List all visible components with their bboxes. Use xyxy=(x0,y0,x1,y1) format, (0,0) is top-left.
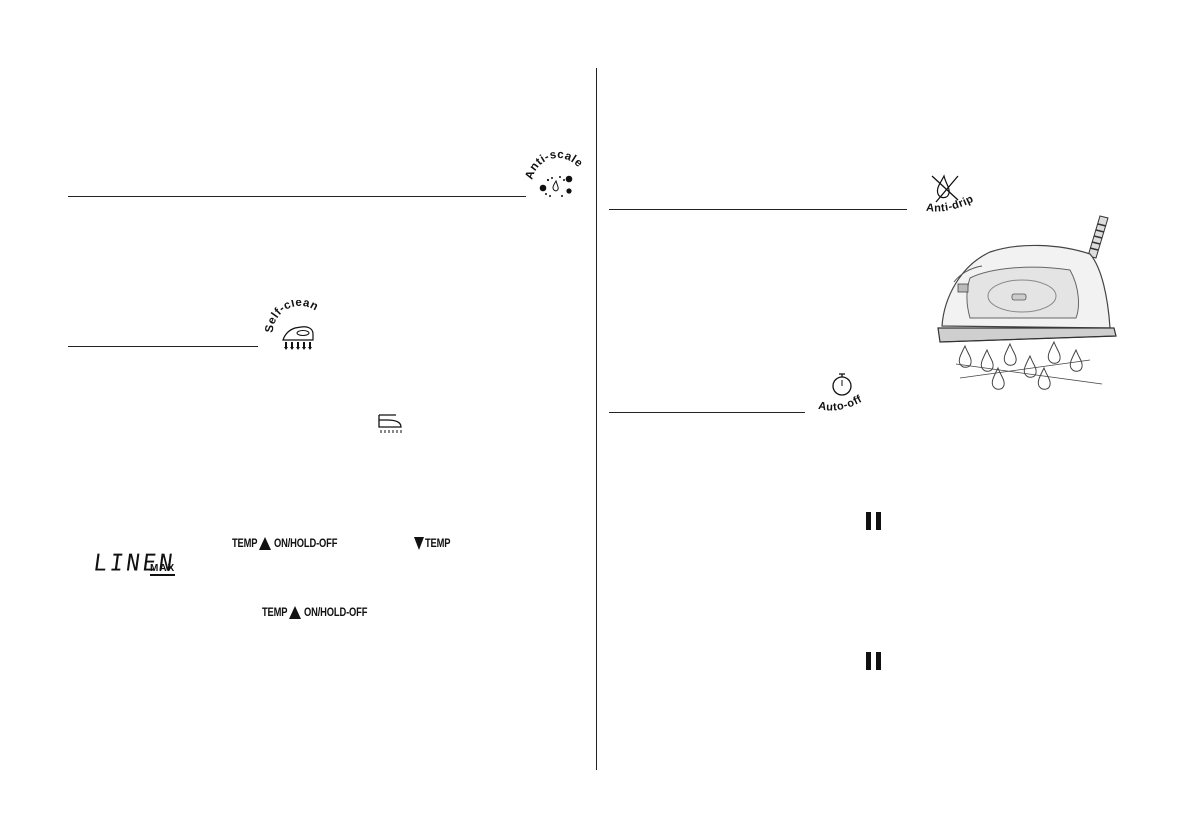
anti-drip-icon xyxy=(931,174,959,203)
anti-scale-heading-rule xyxy=(68,196,526,197)
self-clean-iron-icon xyxy=(282,326,314,350)
anti-scale-label: Anti-scale xyxy=(524,150,585,181)
display-controls-row-2: TEMP ON/HOLD-OFF xyxy=(262,605,402,621)
vertical-steam-icon xyxy=(378,414,402,433)
temp-down-arrow-icon xyxy=(414,537,424,550)
pause-icon xyxy=(866,652,882,670)
self-clean-heading-rule xyxy=(68,346,258,347)
steam-iron-with-drops-illustration xyxy=(937,215,1117,390)
anti-drip-badge: Anti-drip xyxy=(926,174,975,215)
pause-icon xyxy=(866,512,882,530)
temp-up-arrow-icon xyxy=(259,537,271,550)
temp-down-label: TEMP xyxy=(425,536,451,550)
lcd-max-label: MAX xyxy=(150,563,176,576)
on-hold-off-label: ON/HOLD-OFF xyxy=(274,536,338,550)
temp-up-label-2: TEMP xyxy=(262,605,288,619)
temp-up-arrow-icon-2 xyxy=(289,606,301,619)
auto-off-heading-rule xyxy=(609,412,805,413)
self-clean-badge: Self-clean xyxy=(265,300,320,350)
auto-off-label: Auto-off xyxy=(817,393,864,413)
timer-icon xyxy=(832,373,852,396)
column-divider xyxy=(596,68,597,770)
auto-off-badge: Auto-off xyxy=(817,373,864,414)
anti-scale-icon xyxy=(539,175,573,197)
display-controls-row-1: TEMP ON/HOLD-OFF TEMP xyxy=(232,536,492,552)
anti-drip-heading-rule xyxy=(609,209,907,210)
anti-scale-badge: Anti-scale xyxy=(524,150,585,197)
on-hold-off-label-2: ON/HOLD-OFF xyxy=(304,605,368,619)
temp-up-label: TEMP xyxy=(232,536,258,550)
